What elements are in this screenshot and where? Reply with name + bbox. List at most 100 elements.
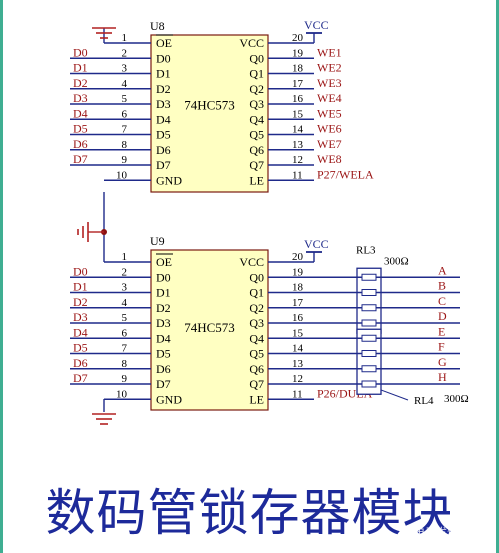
chip-u8-pin-20-name: VCC xyxy=(239,36,264,50)
resistor-element xyxy=(361,365,377,373)
chip-u8-net-we7: WE7 xyxy=(317,137,342,151)
chip-u8-net-d2: D2 xyxy=(73,76,88,90)
chip-u9-pin-17-name: Q2 xyxy=(249,301,264,315)
chip-u9-pin-13-name: Q6 xyxy=(249,362,264,376)
chip-u8-net-d5: D5 xyxy=(73,122,88,136)
chip-u8-pin-7-number: 7 xyxy=(122,124,128,136)
chip-u9-pin-7-name: D5 xyxy=(156,347,171,361)
resistor-element xyxy=(361,289,377,296)
chip-u8-pin-4-name: D2 xyxy=(156,82,171,96)
chip-u8-net-d1: D1 xyxy=(73,61,88,75)
chip-u8-pin-12-name: Q7 xyxy=(249,158,264,172)
chip-u8-pin-20-number: 20 xyxy=(292,32,304,44)
chip-u8-net-we3: WE3 xyxy=(317,76,342,90)
resistor-element xyxy=(361,273,377,281)
chip-u9-pin-12-number: 12 xyxy=(292,373,303,385)
chip-u9-pin-9-number: 9 xyxy=(122,373,128,385)
chip-u8-pin-19-number: 19 xyxy=(292,47,304,59)
chip-u8-pin-2-name: D0 xyxy=(156,51,171,65)
chip-u8-ref: U8 xyxy=(150,19,165,33)
chip-u8-pin-14-number: 14 xyxy=(292,124,304,136)
chip-u9-pin-4-name: D2 xyxy=(156,301,171,315)
chip-u9-pin-6-name: D4 xyxy=(156,331,171,345)
chip-u8-pin-17-name: Q2 xyxy=(249,82,264,96)
chip-u8-pin-8-name: D6 xyxy=(156,143,171,157)
chip-u9-net-d3: D3 xyxy=(73,310,88,324)
chip-u9-pin-2-name: D0 xyxy=(156,270,171,284)
rl4-value: 300Ω xyxy=(444,393,469,405)
chip-u8-part: 74HC573 xyxy=(184,98,235,113)
chip-u8-net-we2: WE2 xyxy=(317,61,342,75)
chip-u9-pin-8-name: D6 xyxy=(156,362,171,376)
chip-u9-pin-19-number: 19 xyxy=(292,266,304,278)
chip-u9-pin-3-name: D1 xyxy=(156,286,171,300)
chip-u8-pin-9-name: D7 xyxy=(156,158,171,172)
chip-u9-pin-18-name: Q1 xyxy=(249,286,264,300)
segment-label-a: A xyxy=(438,263,447,277)
chip-u9-pin-4-number: 4 xyxy=(122,297,128,309)
chip-u9-pin-8-number: 8 xyxy=(122,358,128,370)
chip-u8-pin-11-number: 11 xyxy=(292,169,303,181)
segment-label-d: D xyxy=(438,309,447,323)
chip-u9-net-d2: D2 xyxy=(73,295,88,309)
chip-u9-pin-7-number: 7 xyxy=(122,343,128,355)
chip-u9-pin-14-name: Q5 xyxy=(249,347,264,361)
segment-label-f: F xyxy=(438,340,445,354)
chip-u8-pin-8-number: 8 xyxy=(122,139,128,151)
chip-u8-pin-19-name: Q0 xyxy=(249,51,264,65)
segment-label-c: C xyxy=(438,294,446,308)
resistor-element xyxy=(361,350,377,357)
chip-u9-pin-13-number: 13 xyxy=(292,358,304,370)
chip-u9-pin-20-name: VCC xyxy=(239,255,264,269)
chip-u8-net-we5: WE5 xyxy=(317,106,342,120)
chip-u8-pin-6-name: D4 xyxy=(156,112,171,126)
segment-label-g: G xyxy=(438,355,447,369)
chip-u8-pin-16-number: 16 xyxy=(292,93,304,105)
chip-u9-pin-15-name: Q4 xyxy=(249,331,264,345)
chip-u9-pin-18-number: 18 xyxy=(292,282,304,294)
chip-u8-pin-9-number: 9 xyxy=(122,154,128,166)
chip-u8-pin-5-number: 5 xyxy=(122,93,128,105)
chip-u9-net-d1: D1 xyxy=(73,280,88,294)
chip-u8-net-we1: WE1 xyxy=(317,45,342,59)
chip-u9-net-d7: D7 xyxy=(73,371,88,385)
segment-label-e: E xyxy=(438,324,445,338)
chip-u8-pin-15-name: Q4 xyxy=(249,112,264,126)
chip-u8-net-d0: D0 xyxy=(73,45,88,59)
chip-u9-pin-14-number: 14 xyxy=(292,343,304,355)
segment-label-b: B xyxy=(438,279,446,293)
chip-u8-pin-15-number: 15 xyxy=(292,108,304,120)
rl3-label: RL3 xyxy=(356,244,376,256)
chip-u9-body xyxy=(150,249,269,411)
chip-u9-pin-17-number: 17 xyxy=(292,297,304,309)
resistor-element xyxy=(361,304,377,312)
chip-u9-pin-15-number: 15 xyxy=(292,327,304,339)
chip-u8-pin-12-number: 12 xyxy=(292,154,303,166)
chip-u9-pin-10-name: GND xyxy=(156,392,182,406)
chip-u9-pin-9-name: D7 xyxy=(156,377,171,391)
chip-u8-pin-17-number: 17 xyxy=(292,78,304,90)
chip-u8-net-we6: WE6 xyxy=(317,122,342,136)
resistor-element xyxy=(361,319,377,327)
chip-u8-vcc-label: VCC xyxy=(304,18,329,32)
chip-u9-pin-10-number: 10 xyxy=(116,388,128,400)
chip-u9-ref: U9 xyxy=(150,234,165,248)
chip-u9-part: 74HC573 xyxy=(184,320,235,335)
rl4-label: RL4 xyxy=(414,395,434,407)
resistor-element xyxy=(361,380,377,388)
chip-u9-pin-19-name: Q0 xyxy=(249,270,264,284)
chip-u9-vcc-label: VCC xyxy=(304,237,329,251)
chip-u9-pin-11-number: 11 xyxy=(292,388,303,400)
chip-u9-pin-2-number: 2 xyxy=(122,266,128,278)
chip-u8-pin-7-name: D5 xyxy=(156,128,171,142)
chip-u8-net-we4: WE4 xyxy=(317,91,342,105)
chip-u9-pin-3-number: 3 xyxy=(122,282,128,294)
chip-u9-net-d0: D0 xyxy=(73,264,88,278)
chip-u8-pin-5-name: D3 xyxy=(156,97,171,111)
chip-u9-pin-1-number: 1 xyxy=(122,251,128,263)
chip-u9-pin-16-name: Q3 xyxy=(249,316,264,330)
chip-u8-pin-13-name: Q6 xyxy=(249,143,264,157)
chip-u9-net-d5: D5 xyxy=(73,341,88,355)
chip-u8-net-p27-wela: P27/WELA xyxy=(317,167,374,181)
